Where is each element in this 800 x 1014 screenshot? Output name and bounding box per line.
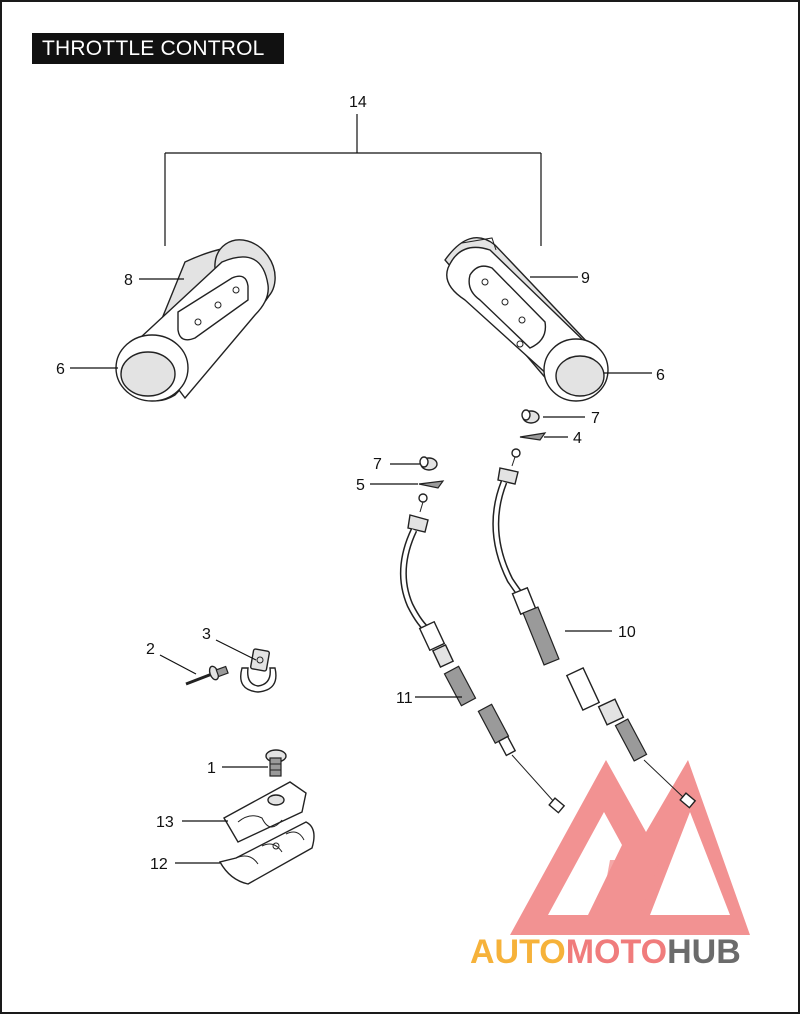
callout-4: 4: [573, 430, 582, 447]
cable-retainer-4: [519, 432, 547, 441]
watermark-part-auto: AUTO: [470, 933, 566, 971]
cable-ferrule-lower: [419, 456, 438, 471]
callout-7-upper: 7: [591, 410, 600, 427]
callout-11: 11: [396, 690, 413, 707]
lower-cable-clamp: [218, 821, 315, 885]
watermark-part-hub: HUB: [667, 933, 741, 971]
upper-cable-clamp: [223, 781, 307, 843]
callout-13: 13: [156, 814, 174, 831]
watermark-logo-icon: [510, 760, 750, 935]
callout-5: 5: [356, 477, 365, 494]
callout-9: 9: [581, 270, 590, 287]
watermark-part-moto: MOTO: [566, 933, 667, 971]
right-hand-grip: [444, 237, 609, 402]
callout-6-right: 6: [656, 367, 665, 384]
callout-6-left: 6: [56, 361, 65, 378]
idle-control-cable: [399, 493, 566, 814]
left-hand-grip: [115, 239, 276, 402]
clamp-screw: [265, 749, 287, 777]
callout-10: 10: [618, 624, 636, 641]
callout-1: 1: [207, 760, 216, 777]
throttle-control-cable: [492, 448, 697, 809]
callout-12: 12: [150, 856, 168, 873]
callout-14-bracket: [164, 114, 542, 246]
diagram-title: THROTTLE CONTROL: [32, 33, 284, 64]
callout-14: 14: [349, 94, 367, 111]
rivet-screw: [185, 665, 229, 686]
leader-lines: [70, 276, 652, 864]
cable-ferrule-upper: [521, 409, 540, 424]
callout-8: 8: [124, 272, 133, 289]
callout-2: 2: [146, 641, 155, 658]
callout-7-lower: 7: [373, 456, 382, 473]
watermark-text: AUTOMOTOHUB: [470, 933, 741, 971]
callout-3: 3: [202, 626, 211, 643]
cable-retainer-5: [418, 480, 445, 489]
